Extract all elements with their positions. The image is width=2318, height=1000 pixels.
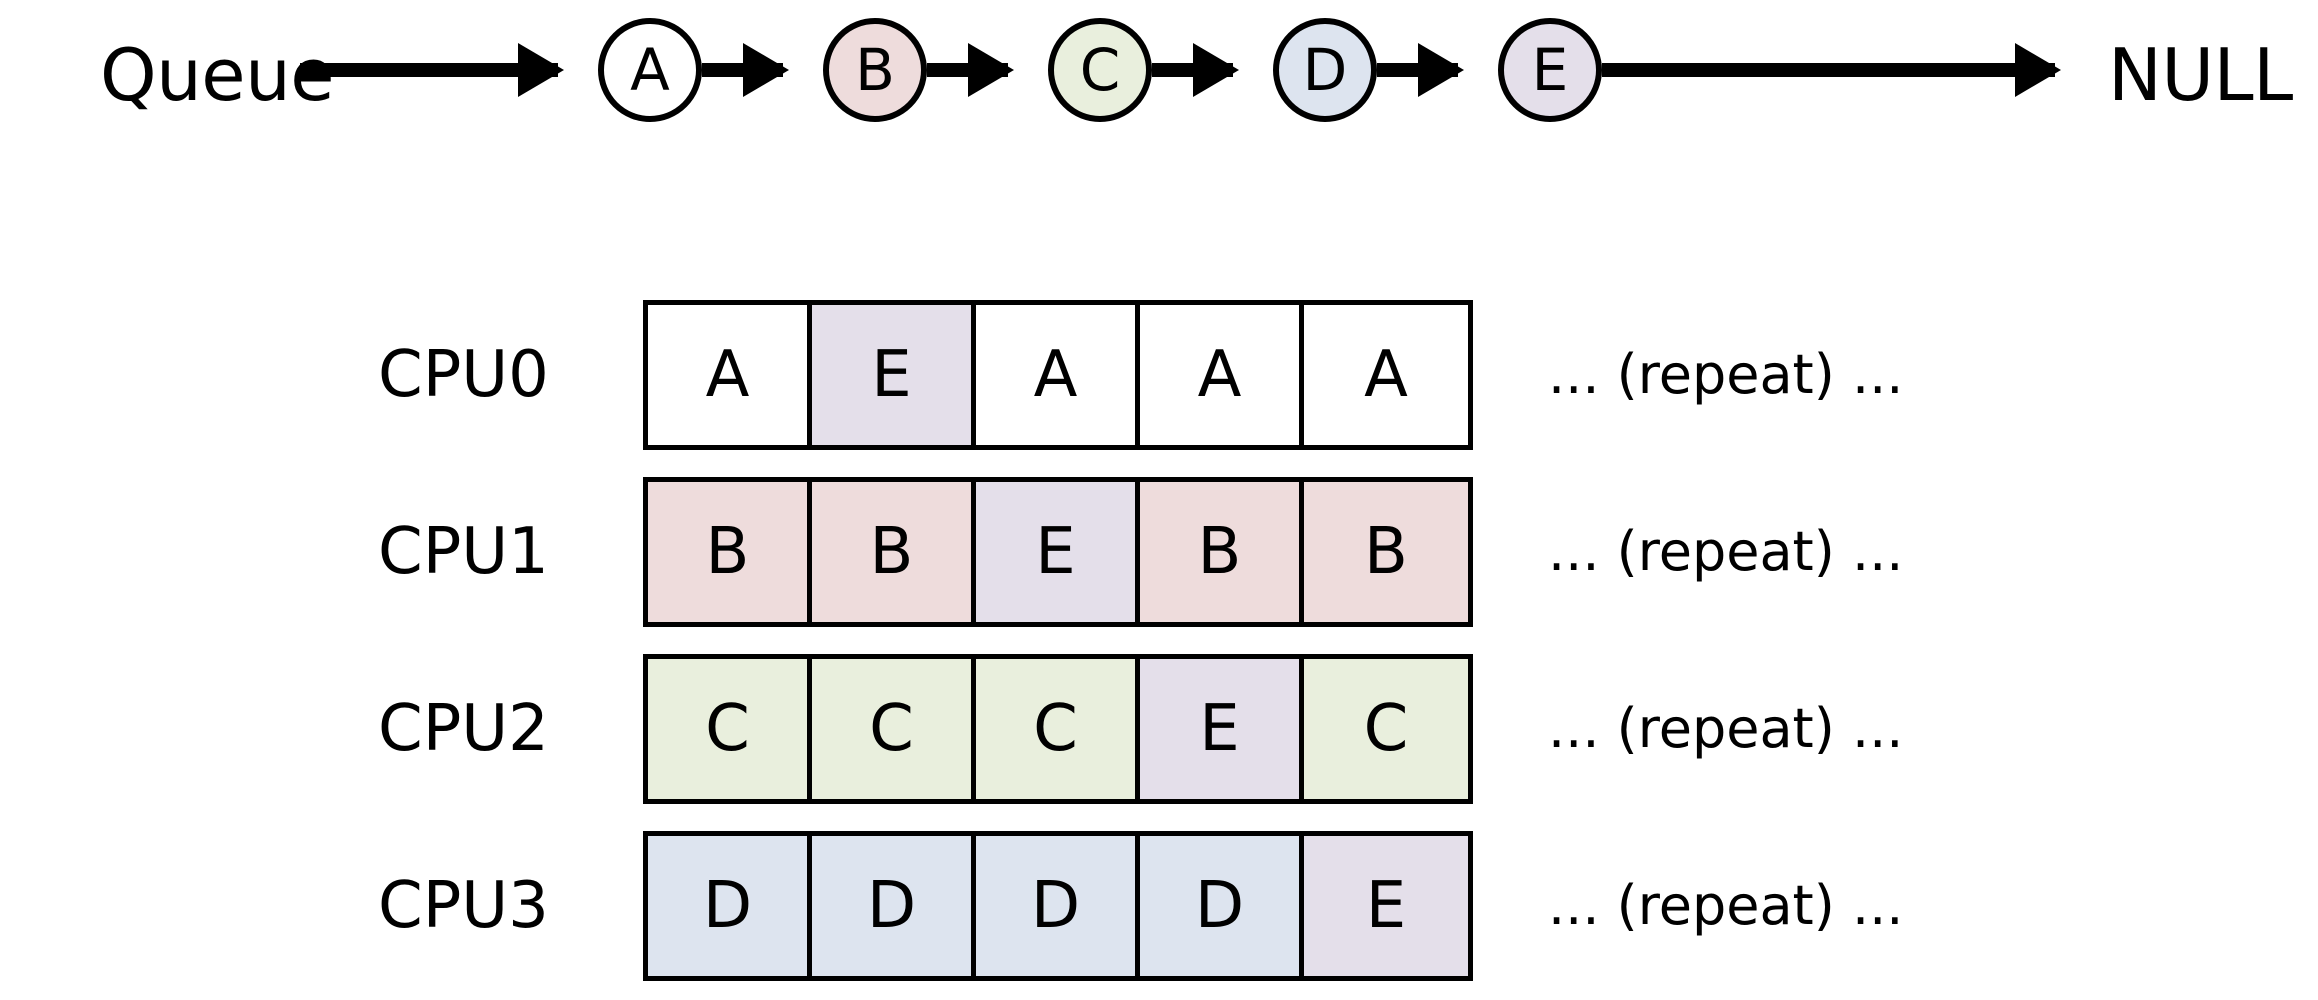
- queue-arrow-3: [1152, 63, 1233, 77]
- cpu-timeslice-label: A: [1364, 338, 1408, 412]
- cpu-timeslice-cell[interactable]: A: [976, 305, 1140, 445]
- cpu-timeslice-label: D: [1194, 869, 1245, 943]
- cpu-row-cpu0: CPU0 A E A A A ... (repeat) ...: [0, 300, 2318, 450]
- cpu-timeslice-label: D: [1030, 869, 1081, 943]
- cpu-timeslice-label: A: [705, 338, 750, 412]
- queue-node-label: C: [1079, 36, 1121, 104]
- cpu-timeslice-label: B: [1197, 515, 1242, 589]
- cpu-timeslice-cell[interactable]: D: [812, 836, 976, 976]
- cpu-timeslice-cell[interactable]: D: [648, 836, 812, 976]
- cpu-row-label-cpu0: CPU0: [378, 338, 549, 412]
- queue-head-label: Queue: [100, 33, 335, 117]
- cpu-timeslice-cell[interactable]: C: [1304, 659, 1468, 799]
- queue-node-label: A: [630, 36, 670, 104]
- cpu-timeslice-cell[interactable]: D: [1140, 836, 1304, 976]
- cpu-timeslice-cell[interactable]: A: [648, 305, 812, 445]
- queue-arrow-5: [1602, 63, 2055, 77]
- cpu-timeslice-label: A: [1197, 338, 1242, 412]
- queue-node-a[interactable]: A: [598, 18, 702, 122]
- cpu-timeslice-label: C: [705, 692, 750, 766]
- cpu-timeslice-label: E: [871, 338, 912, 412]
- cpu-timeslice-cell[interactable]: D: [976, 836, 1140, 976]
- cpu-timeslice-label: D: [702, 869, 753, 943]
- cpu-row-cpu3: CPU3 D D D D E ... (repeat) ...: [0, 831, 2318, 981]
- cpu-timeslice-cell[interactable]: A: [1140, 305, 1304, 445]
- cpu-timeslice-label: E: [1035, 515, 1076, 589]
- cpu-timeslice-cell[interactable]: B: [648, 482, 812, 622]
- queue-node-d[interactable]: D: [1273, 18, 1377, 122]
- cpu-timeslice-label: B: [1364, 515, 1408, 589]
- cpu-timeslice-cell[interactable]: E: [1140, 659, 1304, 799]
- queue-arrow-1: [702, 63, 783, 77]
- cpu-row-cpu1: CPU1 B B E B B ... (repeat) ...: [0, 477, 2318, 627]
- cpu-timeslice-cell[interactable]: B: [812, 482, 976, 622]
- cpu-timeslice-cell[interactable]: A: [1304, 305, 1468, 445]
- cpu-timeslice-label: C: [1363, 692, 1409, 766]
- cpu-row-label-cpu2: CPU2: [378, 692, 549, 766]
- cpu-timeslice-cell[interactable]: B: [1304, 482, 1468, 622]
- queue-node-label: E: [1531, 36, 1569, 104]
- queue-node-e[interactable]: E: [1498, 18, 1602, 122]
- queue-linked-list: Queue NULL A B C D E: [0, 0, 2318, 150]
- cpu-timeslice-label: E: [1365, 869, 1407, 943]
- cpu-timeslice-cell[interactable]: C: [976, 659, 1140, 799]
- cpu-timeline-grid: CPU0 A E A A A ... (repeat) ... CPU1 B B E B B ... (r…: [0, 300, 2318, 1000]
- cpu-timeslice-label: C: [1033, 692, 1078, 766]
- cpu-timeslice-cell[interactable]: E: [976, 482, 1140, 622]
- cpu-repeat-note: ... (repeat) ...: [1548, 874, 1904, 937]
- cpu-timeslice-cell[interactable]: E: [812, 305, 976, 445]
- cpu-timeslice-label: E: [1199, 692, 1240, 766]
- queue-node-b[interactable]: B: [823, 18, 927, 122]
- cpu-row-label-cpu3: CPU3: [378, 869, 549, 943]
- cpu-timeslice-cell[interactable]: C: [812, 659, 976, 799]
- queue-arrow-4: [1377, 63, 1458, 77]
- queue-node-label: D: [1302, 36, 1348, 104]
- queue-null-label: NULL: [2108, 33, 2293, 117]
- queue-node-label: B: [855, 36, 895, 104]
- cpu-row-label-cpu1: CPU1: [378, 515, 549, 589]
- cpu-repeat-note: ... (repeat) ...: [1548, 520, 1904, 583]
- cpu-repeat-note: ... (repeat) ...: [1548, 343, 1904, 406]
- cpu-timeslice-label: B: [869, 515, 914, 589]
- cpu-timeslice-label: D: [866, 869, 917, 943]
- cpu-timeslice-cell[interactable]: B: [1140, 482, 1304, 622]
- cpu-timeslice-label: C: [869, 692, 914, 766]
- cpu-timeslice-label: B: [705, 515, 750, 589]
- cpu-timeslice-cell[interactable]: E: [1304, 836, 1468, 976]
- cpu-repeat-note: ... (repeat) ...: [1548, 697, 1904, 760]
- cpu-timeslice-label: A: [1033, 338, 1078, 412]
- queue-arrow-2: [927, 63, 1008, 77]
- cpu-row-cpu2: CPU2 C C C E C ... (repeat) ...: [0, 654, 2318, 804]
- cpu-timeslice-cell[interactable]: C: [648, 659, 812, 799]
- queue-arrow-0: [300, 63, 558, 77]
- queue-node-c[interactable]: C: [1048, 18, 1152, 122]
